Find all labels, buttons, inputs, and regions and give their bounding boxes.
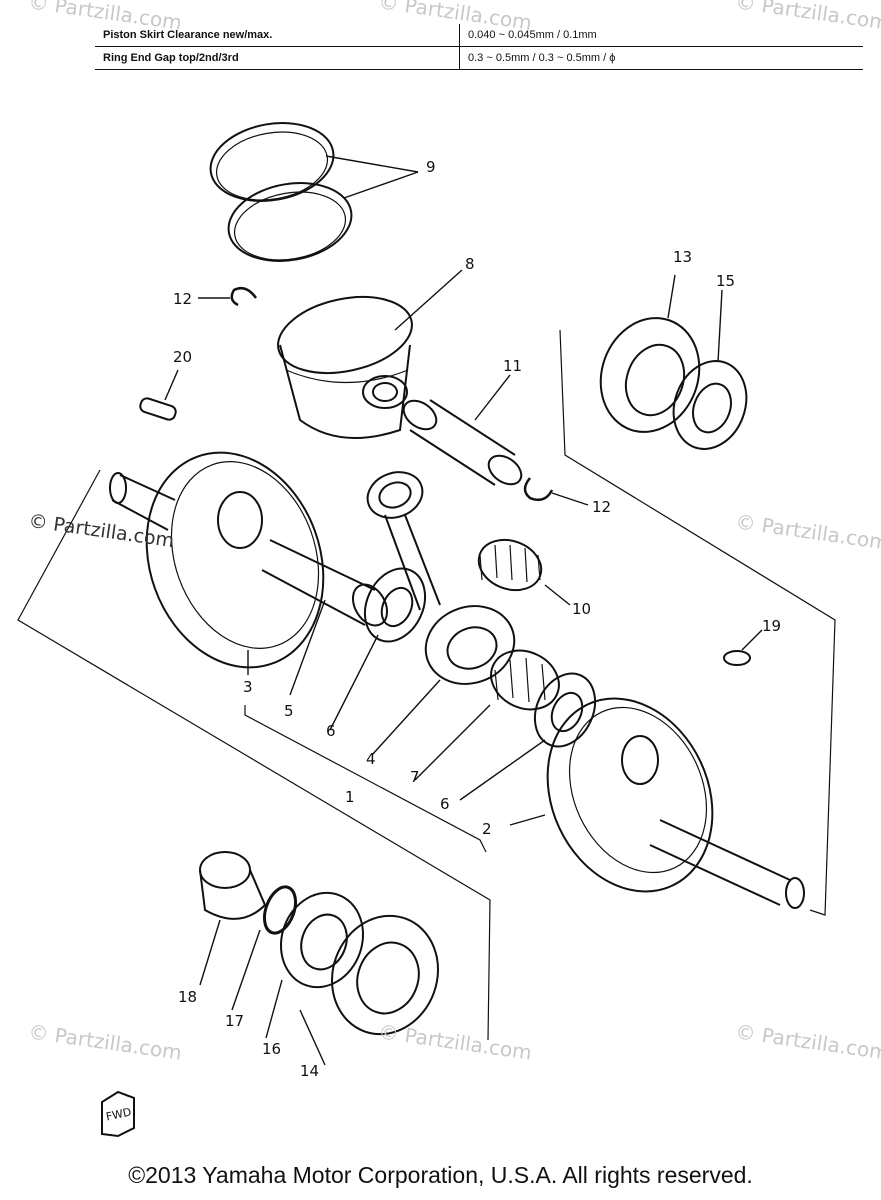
collar-18 xyxy=(199,851,267,920)
callout-19: 19 xyxy=(762,617,782,635)
callout-17: 17 xyxy=(225,1012,245,1030)
copyright-footer: ©2013 Yamaha Motor Corporation, U.S.A. A… xyxy=(128,1162,753,1188)
callout-3: 3 xyxy=(243,678,253,696)
leader-lines xyxy=(199,599,546,1066)
fwd-arrow-icon: FWD xyxy=(98,1088,140,1138)
spec-value: 0.3 ~ 0.5mm / 0.3 ~ 0.5mm / ϕ xyxy=(459,46,863,70)
bearing-14 xyxy=(331,914,439,1036)
callout-18: 18 xyxy=(178,988,198,1006)
callout-1: 1 xyxy=(345,788,355,806)
callout-20: 20 xyxy=(173,348,193,366)
callout-11: 11 xyxy=(503,357,523,375)
clip-right xyxy=(523,477,554,501)
spec-label: Ring End Gap top/2nd/3rd xyxy=(95,46,460,70)
piston-rings xyxy=(209,122,419,262)
callout-13: 13 xyxy=(673,248,693,266)
callout-12-right: 12 xyxy=(592,498,612,516)
callout-4: 4 xyxy=(366,750,376,768)
callout-12-left: 12 xyxy=(173,290,193,308)
spec-table: Piston Skirt Clearance new/max. 0.040 ~ … xyxy=(95,24,863,96)
oil-seal-15 xyxy=(672,289,748,450)
spec-value: 0.040 ~ 0.045mm / 0.1mm xyxy=(459,24,863,47)
callout-6-right: 6 xyxy=(440,795,450,813)
crank-wheel-left xyxy=(109,451,389,669)
needle-bearing-10 xyxy=(477,538,571,606)
washer-left xyxy=(363,567,427,643)
callout-10: 10 xyxy=(572,600,592,618)
callout-14: 14 xyxy=(300,1062,320,1080)
spec-label: Piston Skirt Clearance new/max. xyxy=(95,24,460,47)
needle-bearing-7 xyxy=(490,649,560,711)
spec-row-skirt-clearance: Piston Skirt Clearance new/max. 0.040 ~ … xyxy=(95,24,863,47)
crank-wheel-right xyxy=(509,697,805,909)
callout-5: 5 xyxy=(284,702,294,720)
callout-7: 7 xyxy=(410,768,420,786)
seal-16 xyxy=(279,891,365,989)
fwd-label: FWD xyxy=(105,1106,133,1124)
piston-pin xyxy=(402,374,523,486)
callout-8: 8 xyxy=(465,255,475,273)
piston xyxy=(277,269,463,439)
key-20 xyxy=(139,369,179,421)
callout-6-left: 6 xyxy=(326,722,336,740)
clip-left xyxy=(230,287,258,307)
spec-row-ring-end-gap: Ring End Gap top/2nd/3rd 0.3 ~ 0.5mm / 0… xyxy=(95,46,863,70)
callout-16: 16 xyxy=(262,1040,282,1058)
callout-9: 9 xyxy=(426,158,436,176)
callout-15: 15 xyxy=(716,272,736,290)
callout-2: 2 xyxy=(482,820,492,838)
o-ring-17 xyxy=(262,885,298,935)
washer-right xyxy=(533,672,597,748)
connecting-rod xyxy=(366,471,516,685)
key-19 xyxy=(723,629,763,666)
bearing-13 xyxy=(599,274,701,433)
assembly-bracket-lines xyxy=(17,329,836,1041)
